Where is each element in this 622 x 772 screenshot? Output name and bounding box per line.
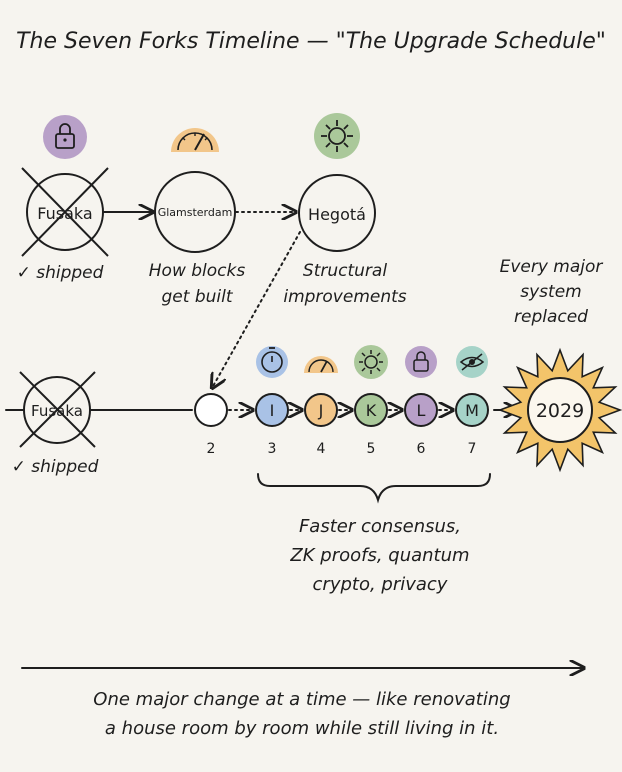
fusaka-bottom-shipped-caption: ✓ shipped bbox=[12, 457, 99, 477]
cross-mark bbox=[21, 167, 109, 257]
brace-caption-line-3: crypto, privacy bbox=[313, 574, 448, 595]
fork-node-l: L6 bbox=[404, 393, 438, 457]
fork-number: 4 bbox=[317, 441, 326, 457]
brace-caption-line-2: ZK proofs, quantum bbox=[289, 545, 469, 566]
fork-number: 2 bbox=[207, 441, 216, 457]
gauge-icon bbox=[304, 356, 338, 373]
fork-number: 5 bbox=[367, 441, 376, 457]
fork-letter: L bbox=[417, 401, 426, 420]
fork-number: 6 bbox=[417, 441, 426, 457]
curly-brace bbox=[257, 473, 491, 504]
fork-node-unnamed: 2 bbox=[194, 393, 228, 457]
fork-label: Fusaka bbox=[37, 204, 92, 223]
dotted-arrow-hegota-to-node-2 bbox=[212, 231, 301, 388]
footer-line-1: One major change at a time — like renova… bbox=[93, 689, 510, 710]
fork-node-j: J4 bbox=[304, 393, 338, 457]
fusaka-shipped-caption: ✓ shipped bbox=[17, 263, 104, 283]
fork-number: 3 bbox=[268, 441, 277, 457]
gear-icon bbox=[354, 345, 388, 379]
lock-icon bbox=[405, 346, 437, 378]
fork-node-glamsterdam: Glamsterdam bbox=[154, 171, 236, 253]
goal-caption-line-2: system bbox=[520, 282, 581, 302]
lock-icon bbox=[43, 115, 87, 159]
timer-icon bbox=[256, 346, 288, 378]
fork-label: Hegotá bbox=[308, 205, 366, 224]
goal-year-label: 2029 bbox=[536, 400, 584, 422]
fork-letter: M bbox=[465, 401, 479, 420]
glamsterdam-caption-line-1: How blocks bbox=[149, 261, 246, 281]
cross-mark bbox=[19, 371, 96, 448]
fork-node-k: K5 bbox=[354, 393, 388, 457]
fork-node-i: I3 bbox=[255, 393, 289, 457]
fork-letter: K bbox=[366, 401, 377, 420]
diagram-title: The Seven Forks Timeline — "The Upgrade … bbox=[16, 29, 606, 54]
fork-node-hegota: Hegotá bbox=[298, 174, 376, 252]
fork-node-m: M7 bbox=[455, 393, 489, 457]
brace-caption-line-1: Faster consensus, bbox=[299, 516, 461, 537]
fork-node-fusaka-bottom: Fusaka bbox=[19, 371, 96, 448]
hegota-caption-line-1: Structural bbox=[303, 261, 387, 281]
fork-sequence-icons bbox=[256, 345, 488, 379]
hegota-caption-line-2: improvements bbox=[283, 287, 406, 307]
footer-line-2: a house room by room while still living … bbox=[105, 718, 499, 739]
gauge-icon bbox=[171, 128, 219, 152]
fork-node-fusaka-top: Fusaka bbox=[21, 167, 109, 257]
goal-caption-line-3: replaced bbox=[514, 307, 588, 327]
fork-letter: J bbox=[318, 401, 324, 420]
fork-letter: I bbox=[270, 401, 275, 420]
goal-caption-line-1: Every major bbox=[500, 257, 604, 277]
sun-goal-2029: 2029 bbox=[497, 347, 622, 473]
fork-number: 7 bbox=[468, 441, 477, 457]
gear-icon bbox=[314, 113, 360, 159]
glamsterdam-caption-line-2: get built bbox=[162, 287, 234, 307]
eye-slash-icon bbox=[456, 346, 488, 378]
fork-label: Glamsterdam bbox=[158, 206, 233, 219]
